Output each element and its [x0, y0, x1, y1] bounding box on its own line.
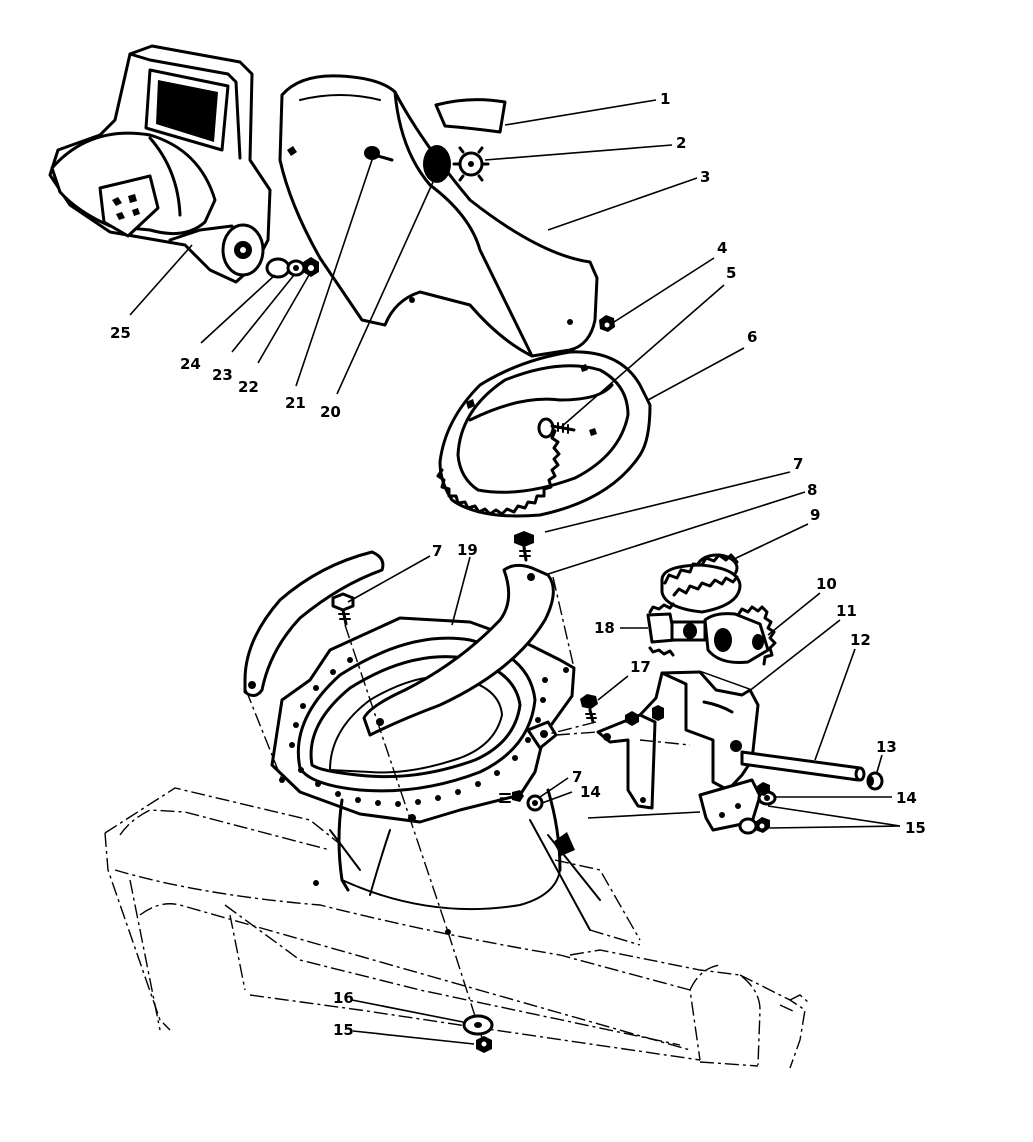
part-7-bolt-lower: [499, 790, 524, 803]
housing-body: [104, 787, 809, 1069]
part-22-nut: [303, 257, 319, 277]
part-8-bolt: [514, 531, 534, 562]
callout-17: 17: [630, 658, 651, 676]
part-12-shaft: [740, 750, 866, 782]
callout-7a: 7: [793, 455, 803, 473]
callout-15a: 15: [905, 819, 926, 837]
callout-1: 1: [660, 90, 670, 108]
part-16-washer-bottom: [462, 1014, 494, 1036]
callout-21: 21: [285, 394, 306, 412]
callout-11: 11: [836, 602, 857, 620]
part-21-bolt: [364, 146, 394, 162]
part-7-bolt-left: [331, 592, 355, 626]
callout-19: 19: [457, 541, 478, 559]
part-13-cap: [866, 771, 884, 791]
callout-7c: 7: [572, 768, 582, 786]
part-23-washer: [286, 259, 306, 277]
part-2-knob: [452, 146, 490, 182]
housing-chute-outlet: [313, 788, 601, 931]
part-15-nuts-right: [738, 782, 770, 835]
part-17-bolt: [580, 694, 598, 724]
alignment-lines: [245, 576, 691, 1045]
callout-25: 25: [110, 324, 131, 342]
callout-16: 16: [333, 989, 354, 1007]
callout-13: 13: [876, 738, 897, 756]
callout-23: 23: [212, 366, 233, 384]
callout-7b: 7: [432, 542, 442, 560]
callout-22: 22: [238, 378, 259, 396]
part-1-plate: [434, 98, 507, 134]
part-19-base-plate: [270, 616, 576, 824]
part-9-bevel-gear: [660, 553, 742, 614]
part-15-nut-bottom: [476, 1036, 492, 1053]
part-strap-left: [243, 550, 385, 697]
part-5-bolt: [537, 417, 576, 439]
part-4-nut: [599, 315, 615, 332]
part-20-disc: [423, 145, 451, 183]
part-11-bracket: [596, 670, 762, 832]
part-8-strap: [362, 563, 555, 737]
callout-6: 6: [747, 328, 757, 346]
part-10-gear: [703, 605, 777, 666]
callout-14b: 14: [580, 783, 601, 801]
callout-labels: 1 2 3 4 5 6 7 8 9 10 11 12 13 14 15 16 1…: [110, 90, 926, 1039]
part-3-upper-chute: [278, 74, 599, 358]
callout-9: 9: [810, 506, 820, 524]
part-14-washer-lower: [526, 794, 544, 812]
leader-lines: [129, 99, 901, 1045]
callout-18: 18: [594, 619, 615, 637]
part-18-pinion: [646, 602, 707, 657]
callout-12: 12: [850, 631, 871, 649]
callout-5: 5: [726, 264, 736, 282]
callout-20: 20: [320, 403, 341, 421]
part-24-washer: [265, 257, 291, 279]
callout-4: 4: [717, 239, 727, 257]
callout-10: 10: [816, 575, 837, 593]
callout-3: 3: [700, 168, 710, 186]
part-25-deflector: [48, 44, 272, 284]
callout-24: 24: [180, 355, 201, 373]
callout-15b: 15: [333, 1021, 354, 1039]
callout-8: 8: [807, 481, 817, 499]
callout-2: 2: [676, 134, 686, 152]
callout-14a: 14: [896, 789, 917, 807]
